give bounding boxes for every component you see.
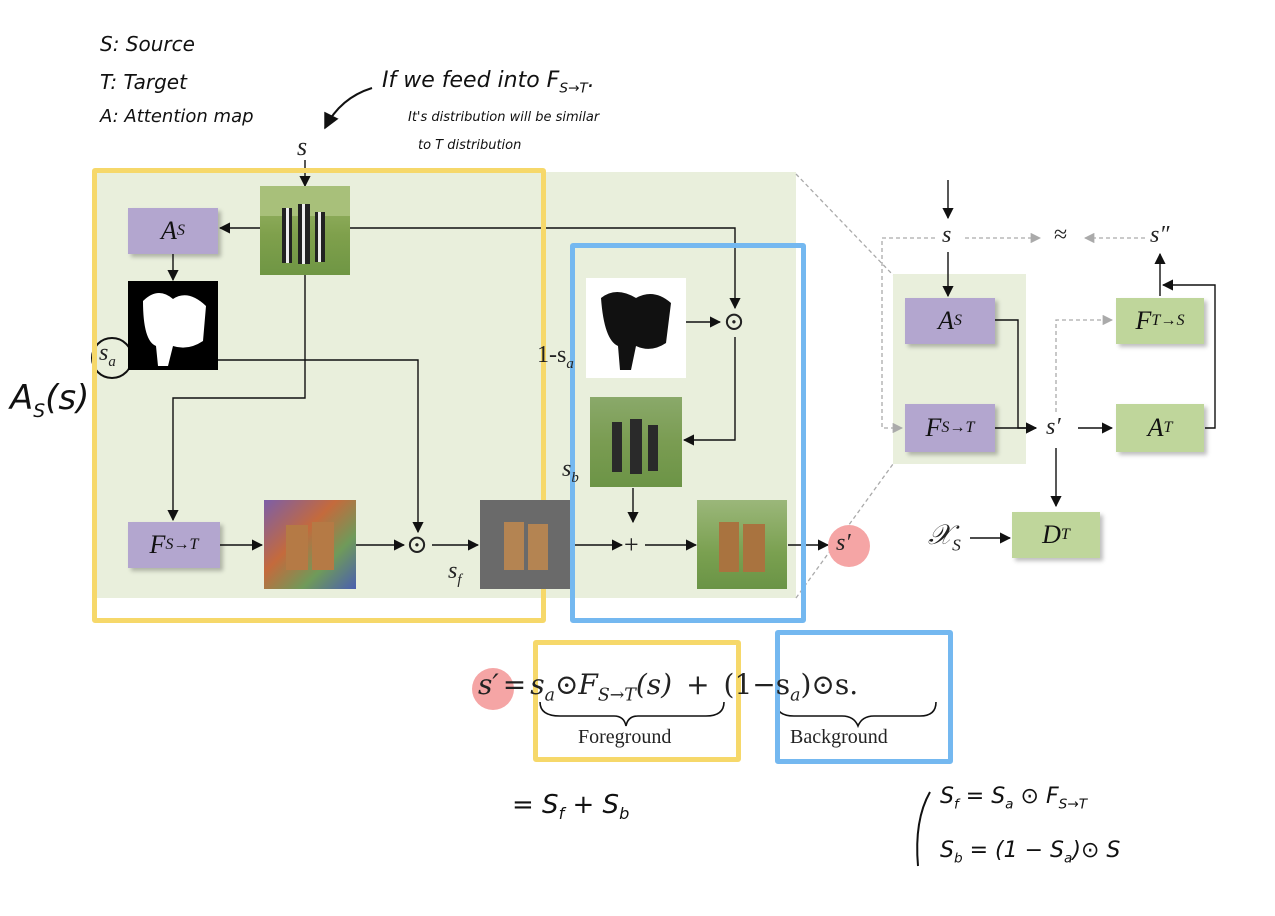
sb-definition: Sb = (1 − Sa)⊙ S (940, 838, 1121, 867)
input-s-label: s (297, 132, 308, 161)
sb-image (590, 397, 682, 487)
translated-image (264, 500, 356, 589)
note-line1: If we feed into FS→T. (382, 68, 595, 97)
foreground-label: Foreground (578, 726, 672, 748)
foreground-outline (92, 168, 546, 623)
note-line3: to T distribution (418, 138, 522, 153)
sf-image (480, 500, 570, 589)
source-zebra-image (260, 186, 350, 275)
equation: s′=sa⊙FS→T(s)+(1−sa)⊙s. (478, 668, 859, 706)
right-s: s (942, 222, 952, 248)
right-xs-label: 𝒳S (928, 520, 961, 555)
legend-source: S: Source (100, 32, 195, 56)
sb-label: sb (562, 456, 579, 486)
inverted-mask-image (586, 278, 686, 378)
right-sprime: s′ (1046, 414, 1061, 440)
sa-label: sa (99, 340, 116, 370)
legend-attention: A: Attention map (100, 106, 254, 127)
sf-label: sf (448, 558, 462, 588)
eq-foreground-outline (533, 640, 741, 762)
as-s-note: AS(s) (10, 378, 90, 422)
eq2-note: = Sf + Sb (512, 790, 630, 824)
one-minus-sa-label: 1-sa (537, 342, 574, 372)
eq-lhs-circle (472, 668, 514, 710)
note-line2: It's distribution will be similar (408, 110, 600, 125)
eq-background-outline (775, 630, 953, 764)
odot-bg: ⊙ (723, 307, 745, 336)
background-outline (570, 243, 806, 623)
legend-target: T: Target (100, 70, 187, 94)
plus-sign: + (624, 530, 639, 559)
background-label: Background (790, 726, 888, 748)
output-image (697, 500, 787, 589)
right-approx: ≈ (1054, 222, 1068, 248)
output-sprime-label: s′ (836, 530, 851, 556)
attention-mask-image (128, 281, 218, 370)
right-s-double-prime: s″ (1150, 222, 1170, 248)
odot-main: ⊙ (406, 530, 428, 559)
output-sprime-circle (828, 525, 870, 567)
sf-definition: Sf = Sa ⊙ FS→T (940, 784, 1088, 813)
